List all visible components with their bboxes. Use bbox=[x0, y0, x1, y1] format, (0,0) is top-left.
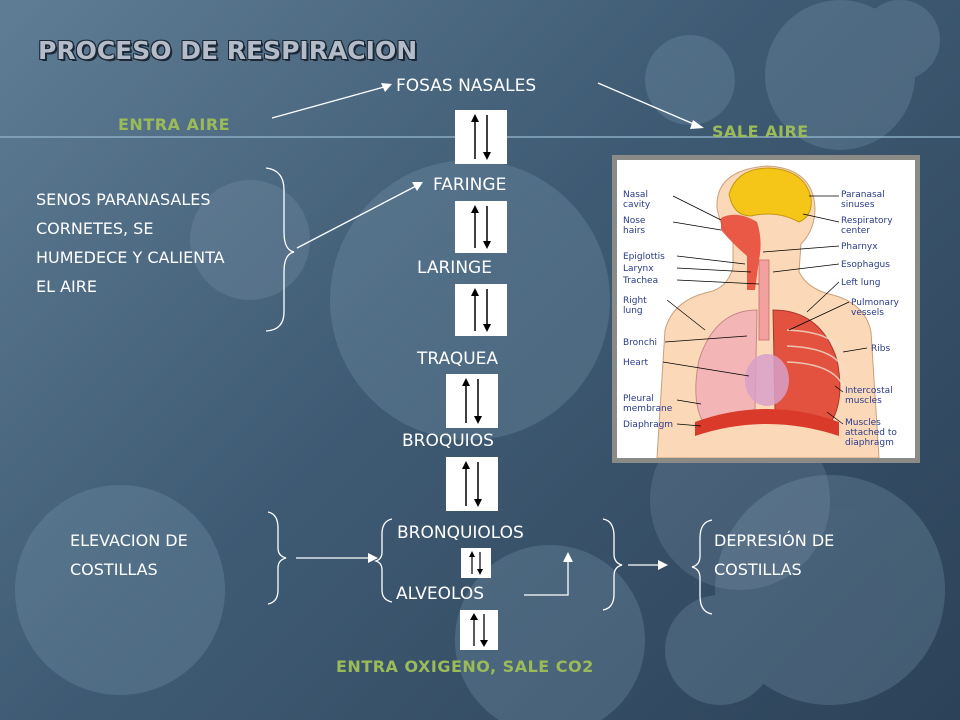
up-down-arrows-icon bbox=[462, 461, 482, 507]
ribs-label: Ribs bbox=[871, 344, 891, 354]
elevacion-line: ELEVACION DE bbox=[70, 531, 188, 550]
flow-arrows-box bbox=[455, 284, 507, 336]
bronchi-label: Bronchi bbox=[623, 338, 658, 348]
pulmonary-vessels-label: Pulmonary vessels bbox=[851, 298, 899, 318]
senos-line: EL AIRE bbox=[36, 277, 97, 296]
flow-arrows-box bbox=[455, 201, 507, 253]
sale-aire-label: SALE AIRE bbox=[712, 122, 809, 141]
depresion-line: DEPRESIÓN DE bbox=[714, 531, 835, 550]
faringe-label: FARINGE bbox=[433, 175, 507, 195]
fosas-nasales-label: FOSAS NASALES bbox=[396, 76, 537, 96]
up-down-arrows-icon bbox=[462, 378, 482, 424]
up-down-arrows-icon bbox=[471, 205, 491, 249]
depresion-line: COSTILLAS bbox=[714, 560, 802, 579]
senos-line: CORNETES, SE bbox=[36, 219, 154, 238]
senos-line: HUMEDECE Y CALIENTA bbox=[36, 248, 225, 267]
muscles-diaphragm-label: Muscles attached to diaphragm bbox=[845, 418, 897, 448]
flow-arrows-box bbox=[455, 110, 507, 164]
traquea-label: TRAQUEA bbox=[417, 349, 499, 369]
flow-arrows-box bbox=[460, 610, 498, 650]
paranasal-sinuses-label: Paranasal sinuses bbox=[841, 190, 885, 210]
heart-label: Heart bbox=[623, 358, 649, 368]
depresion-text: DEPRESIÓN DE COSTILLAS bbox=[714, 526, 834, 584]
respiratory-center-label: Respiratory center bbox=[841, 216, 893, 236]
larynx-label: Larynx bbox=[623, 264, 654, 274]
nose-hairs-label: Nose hairs bbox=[623, 216, 646, 236]
up-down-arrows-icon bbox=[471, 114, 491, 160]
elevacion-line: COSTILLAS bbox=[70, 560, 158, 579]
intercostal-muscles-label: Intercostal muscles bbox=[845, 386, 893, 406]
entra-aire-label: ENTRA AIRE bbox=[118, 115, 231, 134]
anatomy-drawing bbox=[656, 165, 880, 458]
respiratory-illustration: Nasal cavity Nose hairs Epiglottis Laryn… bbox=[617, 160, 915, 458]
page-title: PROCESO DE RESPIRACION bbox=[38, 36, 418, 65]
bronquiolos-label: BRONQUIOLOS bbox=[397, 523, 524, 543]
up-down-arrows-icon bbox=[471, 288, 491, 332]
pleural-membrane-label: Pleural membrane bbox=[623, 394, 673, 414]
alveolos-label: ALVEOLOS bbox=[396, 584, 485, 604]
right-lung-label: Right lung bbox=[623, 296, 647, 316]
trachea-label: Trachea bbox=[623, 276, 659, 286]
flow-arrows-box bbox=[446, 457, 498, 511]
senos-text: SENOS PARANASALES CORNETES, SE HUMEDECE … bbox=[36, 185, 225, 301]
elevacion-text: ELEVACION DE COSTILLAS bbox=[70, 526, 188, 584]
up-down-arrows-icon bbox=[470, 613, 488, 647]
epiglottis-label: Epiglottis bbox=[623, 252, 665, 262]
entra-oxigeno-label: ENTRA OXIGENO, SALE CO2 bbox=[336, 657, 594, 676]
broquios-label: BROQUIOS bbox=[402, 431, 494, 451]
respiratory-system-image: Nasal cavity Nose hairs Epiglottis Laryn… bbox=[612, 155, 920, 463]
laringe-label: LARINGE bbox=[417, 258, 492, 278]
nasal-cavity-label: Nasal cavity bbox=[623, 190, 651, 210]
left-lung-label: Left lung bbox=[841, 278, 881, 288]
esophagus-label: Esophagus bbox=[841, 260, 890, 270]
flow-arrows-box bbox=[446, 374, 498, 428]
pharynx-label: Pharnyx bbox=[841, 242, 878, 252]
diaphragm-label: Diaphragm bbox=[623, 420, 674, 430]
up-down-arrows-icon bbox=[469, 551, 483, 575]
senos-line: SENOS PARANASALES bbox=[36, 190, 211, 209]
flow-arrows-box bbox=[461, 548, 491, 578]
